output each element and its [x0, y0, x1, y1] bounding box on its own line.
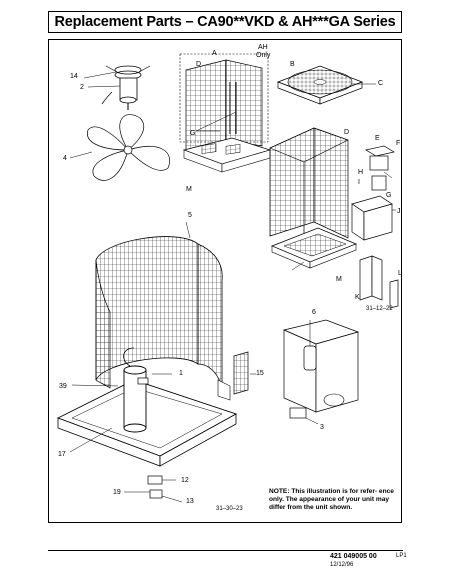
coil-section-part — [269, 127, 358, 271]
callout-only: Only — [256, 52, 271, 59]
callout-m-top: M — [186, 186, 192, 193]
callout-f: F — [396, 140, 401, 147]
callout-4: 4 — [63, 155, 67, 162]
callout-l: L — [398, 270, 402, 277]
callout-d-right: D — [344, 129, 350, 136]
service-valve-part — [124, 475, 183, 503]
callout-i: I — [358, 179, 360, 186]
callout-15: 15 — [256, 370, 264, 377]
page-code: LP1 — [396, 553, 407, 559]
condenser-coil-part — [95, 221, 223, 389]
illustration-frame — [48, 39, 402, 523]
corner-post-part — [359, 255, 399, 309]
fan-motor-part — [83, 65, 151, 110]
callout-m-right: M — [336, 276, 342, 283]
callout-39: 39 — [59, 383, 67, 390]
ah-cabinet-part — [179, 53, 272, 173]
base-pan-part — [56, 347, 238, 467]
callout-b: B — [290, 61, 295, 68]
callout-12: 12 — [181, 477, 189, 484]
fan-blade-part — [69, 114, 170, 181]
top-grille-part — [276, 65, 376, 105]
bracket-part — [217, 351, 256, 401]
footer-divider — [48, 550, 403, 551]
drawing-code-lower: 31–30–23 — [216, 506, 243, 512]
callout-h: H — [358, 169, 364, 176]
callout-17: 17 — [58, 451, 66, 458]
callout-5: 5 — [188, 212, 192, 219]
callout-e: E — [375, 135, 380, 142]
callout-19: 19 — [113, 489, 121, 496]
callout-3: 3 — [320, 424, 324, 431]
callout-c: C — [378, 80, 384, 87]
title-box: Replacement Parts – CA90**VKD & AH***GA … — [48, 11, 402, 33]
callout-2: 2 — [80, 84, 84, 91]
blower-section-part — [282, 319, 360, 425]
reference-note: NOTE: This illustration is for refer- en… — [269, 488, 394, 512]
callout-k: K — [355, 294, 360, 301]
callout-1: 1 — [179, 370, 183, 377]
document-date: 12/12/96 — [330, 562, 354, 568]
callout-d-top: D — [196, 61, 202, 68]
callout-13: 13 — [186, 498, 194, 505]
document-number: 421 049005 00 — [330, 553, 377, 560]
callout-6: 6 — [312, 309, 316, 316]
callout-g-right: G — [386, 192, 392, 199]
page-title: Replacement Parts – CA90**VKD & AH***GA … — [54, 14, 396, 30]
callout-j: J — [397, 208, 401, 215]
control-box-part — [351, 145, 396, 241]
callout-ah: AH — [258, 44, 268, 51]
callout-a: A — [212, 50, 217, 57]
callout-14: 14 — [70, 73, 78, 80]
drawing-code-upper: 31–12–22 — [366, 306, 393, 312]
callout-g-left: G — [190, 130, 196, 137]
